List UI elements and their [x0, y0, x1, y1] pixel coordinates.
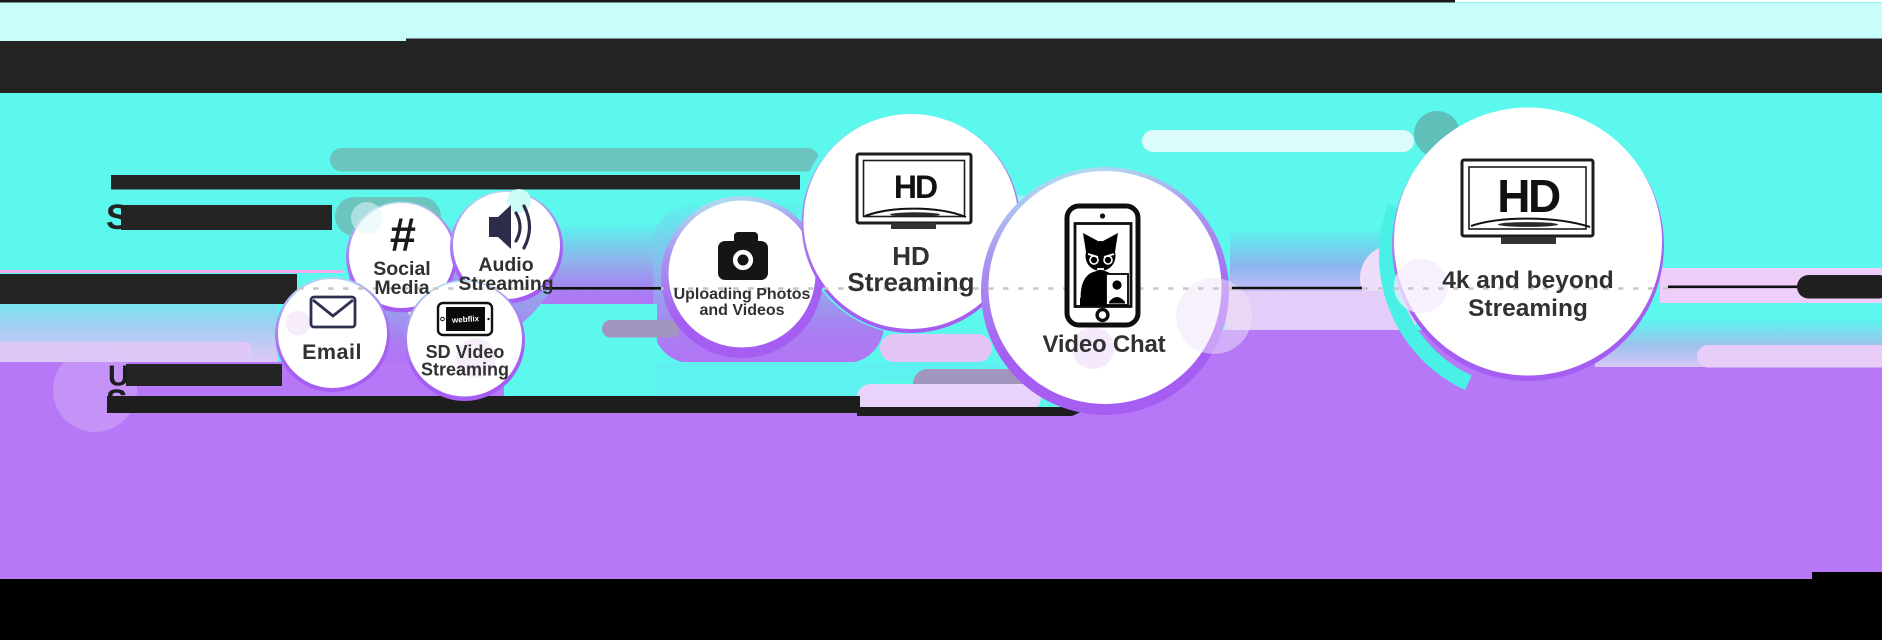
svg-text:Email: Email [302, 340, 362, 364]
svg-text:Media: Media [374, 277, 429, 299]
svg-text:U: U [108, 361, 129, 393]
svg-text:Streaming: Streaming [847, 267, 974, 297]
svg-text:HD: HD [1497, 170, 1560, 222]
svg-text:Streaming: Streaming [1468, 295, 1588, 322]
svg-text:Streaming: Streaming [458, 273, 553, 295]
svg-text:Streaming: Streaming [421, 360, 509, 380]
svg-text:Audio: Audio [478, 254, 533, 276]
svg-text:webflix: webflix [451, 314, 480, 325]
svg-text:HD: HD [892, 241, 930, 271]
svg-text:S: S [106, 383, 127, 419]
svg-text:SD Video: SD Video [426, 342, 505, 362]
svg-text:and Videos: and Videos [699, 302, 784, 319]
svg-text:4k and beyond: 4k and beyond [1442, 267, 1614, 294]
svg-text:HD: HD [894, 169, 937, 205]
svg-text:#: # [390, 208, 416, 261]
svg-text:Uploading Photos: Uploading Photos [674, 286, 811, 303]
svg-text:Video Chat: Video Chat [1043, 331, 1166, 358]
svg-text:S: S [106, 198, 129, 237]
svg-text:Social: Social [373, 258, 430, 280]
